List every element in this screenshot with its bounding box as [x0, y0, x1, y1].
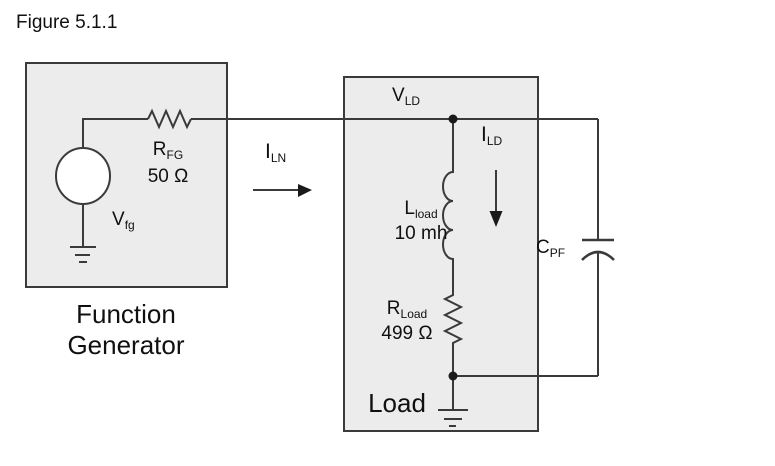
rfg-label: RFG [152, 139, 184, 162]
function-generator-caption: Function Generator [67, 299, 185, 360]
load-branch [442, 121, 464, 374]
vfg-source-circle [55, 147, 111, 205]
load-caption: Load [368, 388, 426, 418]
vld-label: VLD [392, 85, 421, 108]
iln-label: ILN [265, 140, 287, 165]
vfg-label: Vfg [112, 209, 135, 232]
rfg-label-group: RFG 50 Ω [136, 139, 200, 187]
rload-label: RLoad [386, 298, 428, 322]
lload-label-group: Lload 10 mh [391, 199, 451, 244]
rload-value: 499 Ω [381, 323, 433, 344]
ild-arrowhead [489, 211, 503, 227]
rload-label-group: RLoad 499 Ω [376, 299, 438, 344]
rfg-resistor-symbol [147, 108, 192, 130]
figure-title: Figure 5.1.1 [16, 12, 118, 33]
rfg-value: 50 Ω [147, 166, 189, 187]
junction-dot-top [448, 114, 458, 124]
iln-arrowhead [298, 184, 312, 197]
lload-value: 10 mh [394, 223, 448, 244]
load-box [343, 76, 539, 432]
fg-ground-symbol [70, 204, 96, 263]
lload-label: Lload [404, 198, 438, 222]
load-ground-symbol [438, 380, 468, 427]
cpf-label: CPF [536, 237, 566, 260]
junction-dot-bottom [448, 371, 458, 381]
main-wire [82, 118, 598, 148]
cpf-capacitor-symbol [581, 238, 615, 261]
ild-label: ILD [481, 123, 503, 148]
